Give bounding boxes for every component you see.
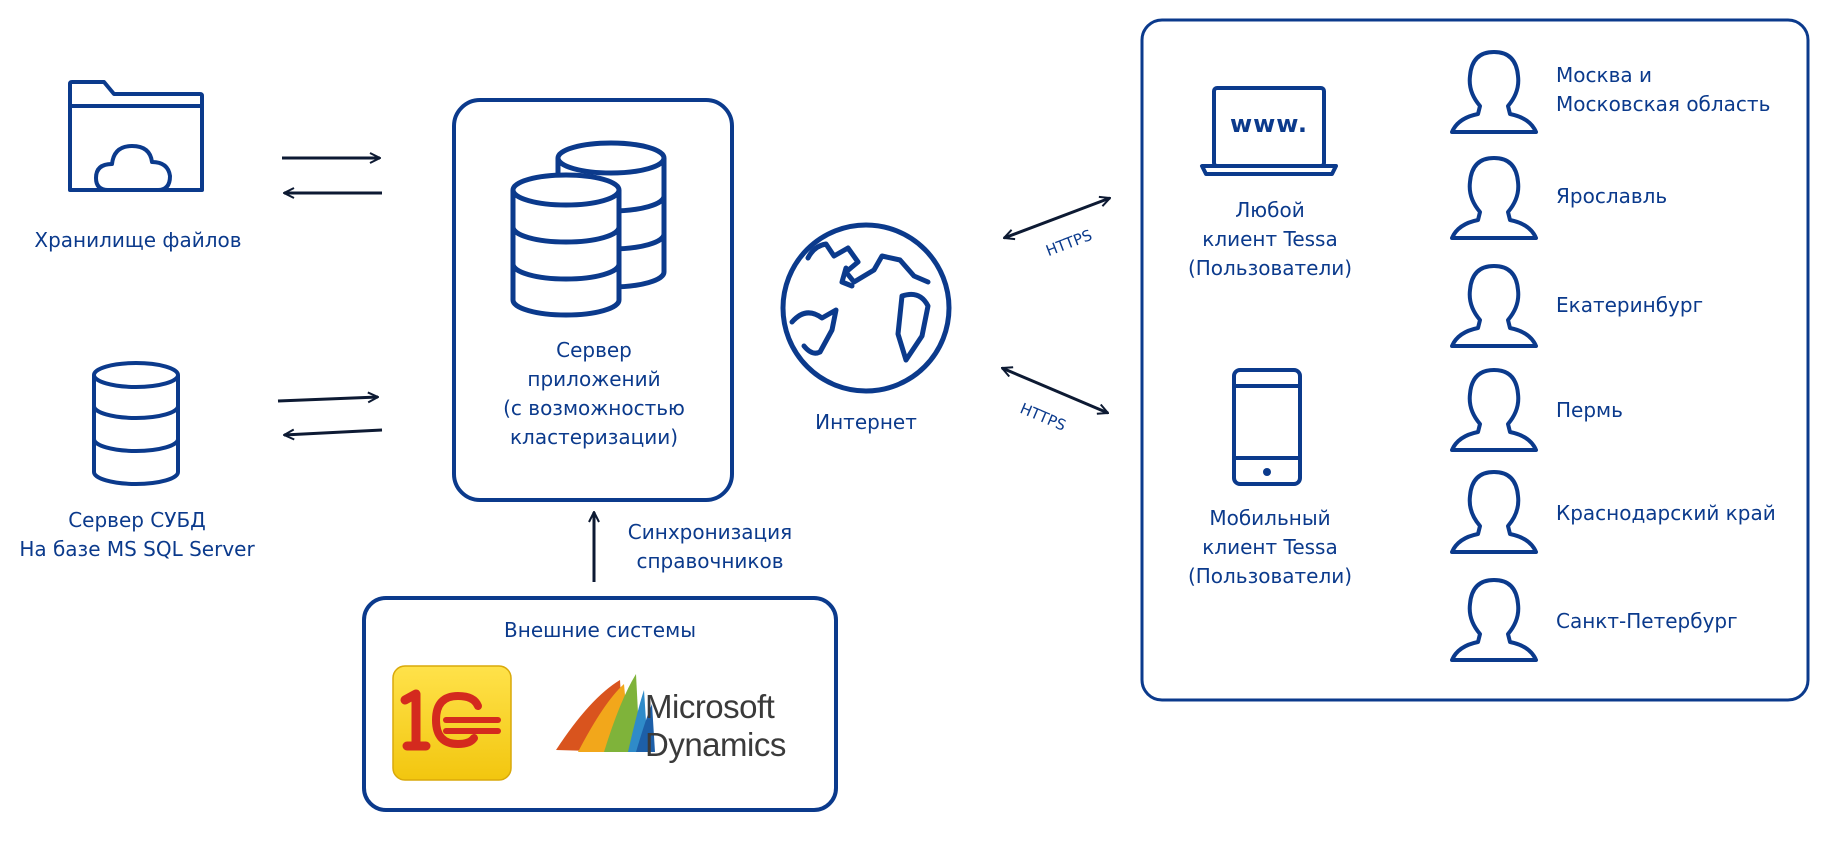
sync-label: Синхронизация справочников bbox=[627, 520, 793, 573]
user-label-2: Екатеринбург bbox=[1556, 293, 1704, 317]
https-arrow-bottom bbox=[1002, 368, 1108, 413]
database-icon bbox=[92, 361, 180, 486]
https-arrow-top bbox=[1004, 198, 1110, 238]
clients-box bbox=[1140, 18, 1810, 702]
user-icons bbox=[1450, 50, 1538, 662]
ms-dynamics-icon bbox=[556, 674, 655, 752]
www-text: www. bbox=[1229, 110, 1309, 138]
mobile-client-label: Мобильный клиент Tessa (Пользователи) bbox=[1187, 506, 1353, 588]
user-label-5: Санкт-Петербург bbox=[1556, 609, 1738, 633]
dbms-label: Сервер СУБД На базе MS SQL Server bbox=[19, 508, 255, 561]
folder-cloud-icon bbox=[68, 80, 204, 192]
onec-logo bbox=[392, 665, 512, 781]
globe-icon bbox=[780, 222, 952, 394]
external-systems-title: Внешние системы bbox=[504, 618, 696, 642]
app-server-box bbox=[452, 98, 734, 502]
user-label-0: Москва и Московская область bbox=[1556, 63, 1771, 116]
user-icon bbox=[1450, 156, 1538, 240]
user-label-1: Ярославль bbox=[1556, 184, 1668, 208]
user-icon bbox=[1450, 264, 1538, 348]
dbms-sync-arrows bbox=[277, 397, 383, 435]
storage-label: Хранилище файлов bbox=[34, 228, 242, 252]
user-icon bbox=[1450, 368, 1538, 452]
user-icon bbox=[1450, 470, 1538, 554]
web-client-label: Любой клиент Tessa (Пользователи) bbox=[1187, 198, 1353, 280]
internet-label: Интернет bbox=[815, 410, 917, 434]
laptop-icon bbox=[1200, 86, 1338, 176]
storage-sync-arrows bbox=[282, 158, 382, 193]
external-systems-box bbox=[362, 596, 838, 812]
mobile-phone-icon bbox=[1232, 368, 1302, 486]
user-icon bbox=[1450, 50, 1538, 134]
ms-dynamics-logo-text: Microsoft Dynamics bbox=[645, 688, 786, 763]
app-server-label: Сервер приложений (с возможностью класте… bbox=[503, 338, 685, 449]
user-label-4: Краснодарский край bbox=[1556, 501, 1776, 525]
user-label-3: Пермь bbox=[1556, 398, 1623, 422]
database-cluster-icon bbox=[510, 140, 667, 318]
user-icon bbox=[1450, 578, 1538, 662]
